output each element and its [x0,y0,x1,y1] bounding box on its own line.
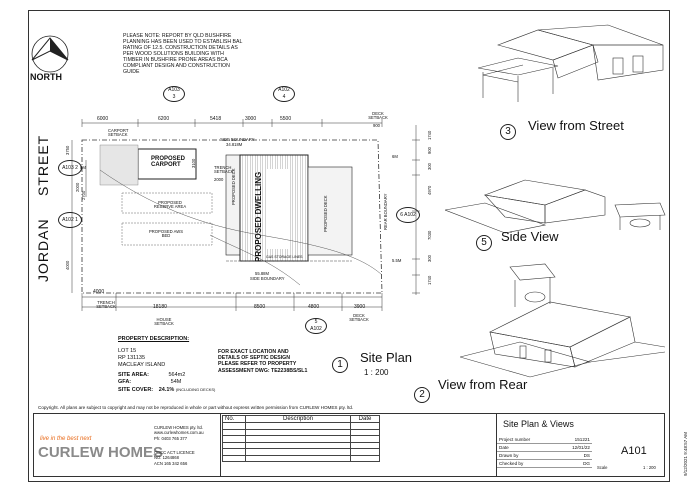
dim-right-7: 1740 [427,275,432,285]
site-cover-value: 24.1% [158,387,175,393]
aws-bed-label: PROPOSED AWS BED [148,229,184,239]
property-heading: PROPERTY DESCRIPTION: [118,336,190,342]
street-name-bottom: JORDAN [35,218,51,282]
street-name-top: STREET [35,134,51,196]
north-label: NORTH [30,72,62,82]
dim-left-4: 4000 [65,260,70,270]
revision-table: No. Description Date [222,415,380,462]
dim-right-3: 300 [427,163,432,170]
dim-bottom-3: 8500 [254,304,266,310]
site-plan-title: Site Plan [360,350,413,365]
view-number-side: 5 [476,235,492,251]
section-marker-a103-2: A103 2 [58,160,82,176]
reserve-area-label: PROPOSED RESERVE AREA [153,200,187,210]
view-label-street: View from Street [528,118,624,133]
view-number-street: 3 [500,124,516,140]
view-from-street-drawing [478,24,664,102]
company-tagline: live in the best next [40,436,92,442]
dwelling-label: PROPOSED DWELLING [254,171,263,262]
dim-top-2: 6200 [158,116,170,122]
dim-right-4: 4970 [427,185,432,195]
property-description: PROPERTY DESCRIPTION: LOT 15 RP 131135 M… [118,336,215,394]
site-area-label: SITE AREA: [118,372,149,378]
dim-3100: 3100 [191,158,196,168]
sheet-number: A101 [621,445,647,457]
dim-bottom-2: 18180 [153,304,167,310]
dim-top-3: 5418 [210,116,222,122]
site-plan-number: 1 [332,357,348,373]
section-marker-a102-6: 6 A102 [396,207,420,223]
company-panel: live in the best next CURLEW HOMES CURLE… [34,414,221,476]
house-setback-label: HOUSE SETBACK [154,317,174,327]
dim-2000: 2000 [214,177,224,182]
side-boundary-top-label: SIDE BOUNDARY [220,137,255,142]
section-marker-a102-1: A102 1 [58,212,82,228]
property-rp: RP 131135 [118,355,146,361]
site-area-value: 564m2 [168,372,186,378]
site-cover-note: (INCLUDING DECKS) [175,387,216,392]
dim-6m: 6M [392,154,398,159]
deck-setback-label: DECK SETBACK [368,111,388,121]
septic-note: FOR EXACT LOCATION AND DETAILS OF SEPTIC… [218,349,308,374]
deck-label-2: PROPOSED DECK [323,195,328,232]
gfa-value: 54M [170,379,182,385]
company-licence: QBCC ACT LICENCE NO: 1264868 ACN 165 342… [154,450,195,466]
rev-header-date: Date [350,415,380,423]
dim-900: 900 [373,123,380,128]
dim-bottom-1: 4000 [93,289,105,295]
dim-top-1: 6000 [97,116,109,122]
site-plan-scale: 1 : 200 [364,368,389,377]
side-boundary-bottom-label: SIDE BOUNDARY [250,276,285,281]
side-boundary-top-length: 34.818M [226,142,243,147]
carport-setback-label: CARPORT SETBACK [108,128,129,138]
title-block: live in the best next CURLEW HOMES CURLE… [33,413,665,477]
site-cover-label: SITE COVER: [118,387,154,393]
gfa-label: GFA: [118,379,132,385]
carport-label: PROPOSED CARPORT [151,156,186,168]
dim-right-5: 7030 [427,230,432,240]
dim-left-1: 3750 [65,145,70,155]
copyright-note: Copyright. All plans are subject to copy… [38,405,354,410]
rear-boundary-label: REAR BOUNDARY [383,193,388,230]
company-contact: CURLEW HOMES pty. ltd. www.curlewhomes.c… [154,425,204,441]
side-view-drawing [445,179,666,234]
property-location: MACLEAY ISLAND [118,362,166,368]
scale-label: Scale [597,465,608,470]
dim-right-1: 1740 [427,130,432,140]
rev-header-no: No. [222,415,246,423]
print-stamp: 9/12/2021 9:48:57 AM [683,431,688,476]
drawing-title: Site Plan & Views [503,419,574,429]
dim-right-6: 300 [427,255,432,262]
dim-bottom-4: 4800 [308,304,320,310]
dim-top-4: 3000 [245,116,257,122]
dim-left-2: 2000 [75,182,80,192]
scale-value: 1 : 200 [643,465,656,470]
company-logo: CURLEW HOMES [38,444,163,461]
view-label-side: Side View [501,229,559,244]
deck-setback-bottom: DECK SETBACK [349,313,369,323]
view-number-rear: 2 [414,387,430,403]
dim-top-5: 5500 [280,116,292,122]
view-label-rear: View from Rear [438,377,528,392]
rev-header-description: Description [245,415,351,423]
side-boundary-bottom-length: 55.88M [255,271,269,276]
dim-right-2: 900 [427,147,432,154]
drawing-sheet-border [28,10,670,482]
north-arrow-icon [31,35,69,73]
trench-setback-top: TRENCH SETBACK [214,165,234,175]
property-lot: LOT 15 [118,348,137,354]
trench-setback-bottom: TRENCH SETBACK [96,300,116,310]
dim-bottom-5: 3900 [354,304,366,310]
dim-8m: 8M [80,165,86,170]
gas-storage-label: GAS STORAGE LINES [266,255,303,259]
dim-left-3: 2700 [81,190,86,200]
dim-5-5m: 5.5M [392,258,402,263]
planning-note: PLEASE NOTE: REPORT BY QLD BUSHFIRE PLAN… [123,33,243,75]
view-from-rear-drawing [460,263,665,378]
